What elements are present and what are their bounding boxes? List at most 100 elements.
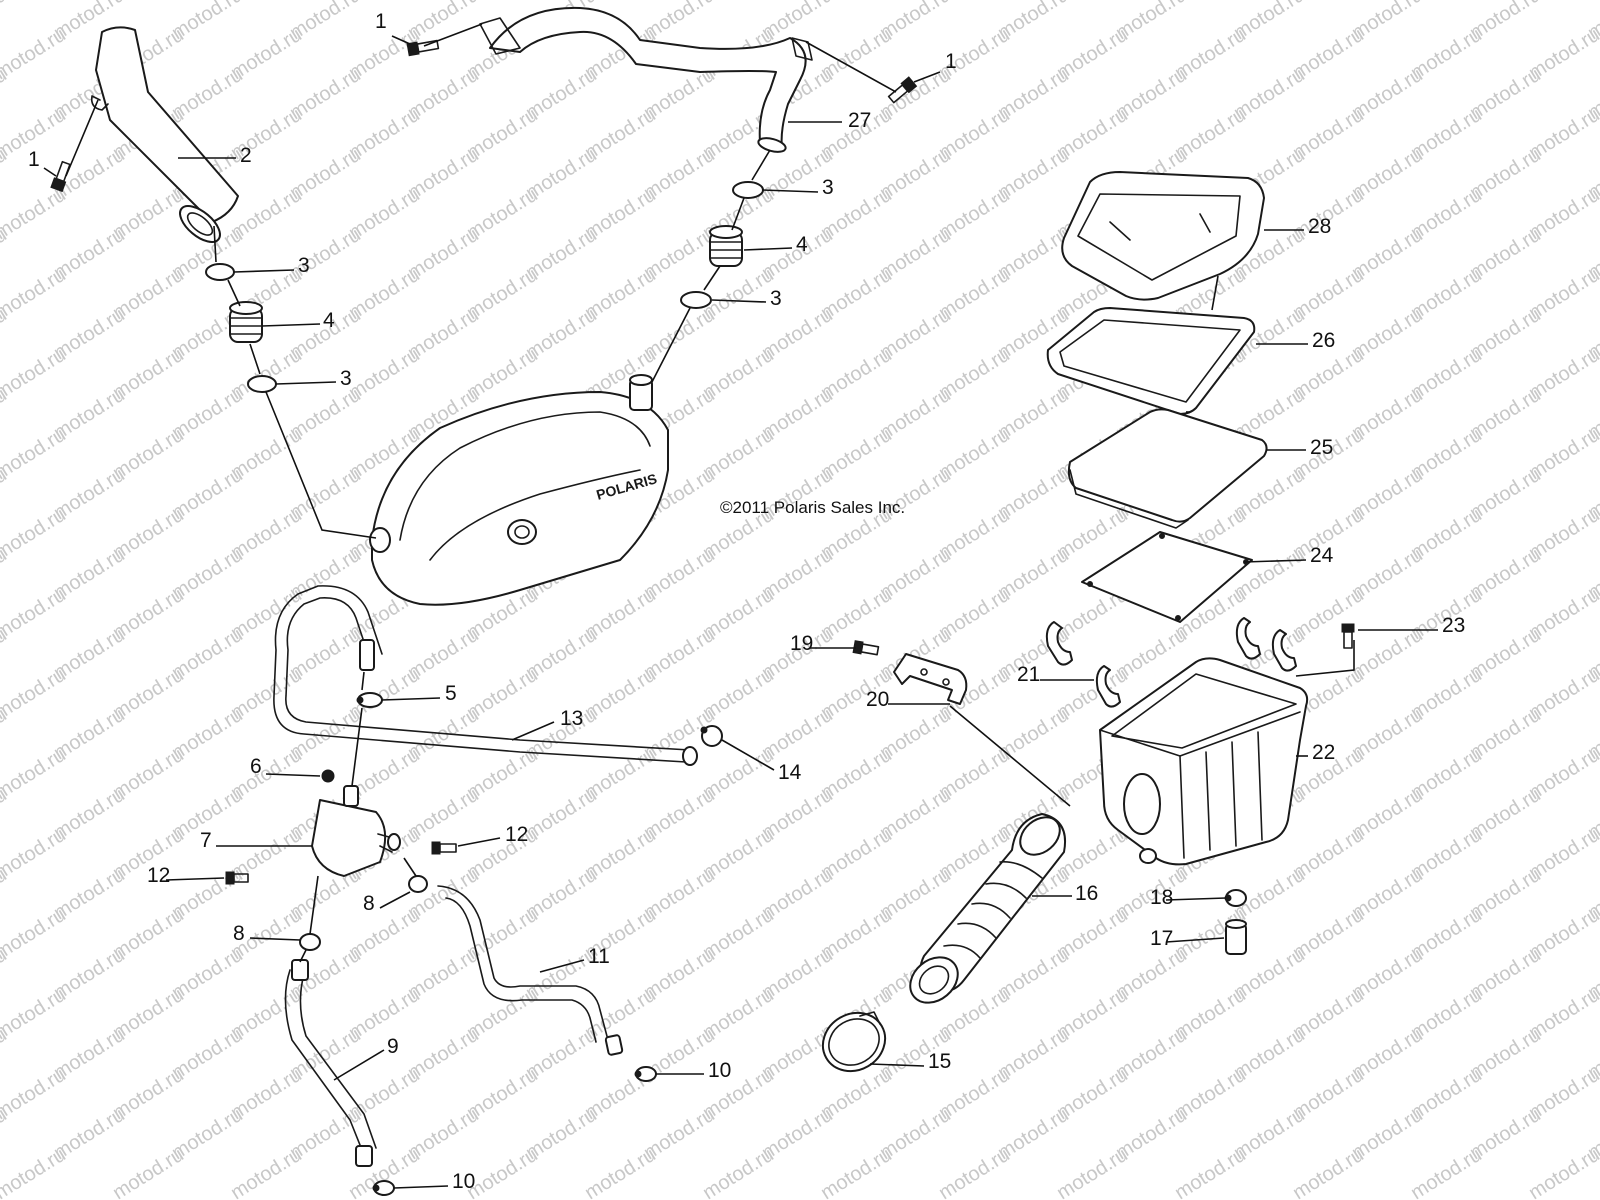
part-14-clamp [700, 725, 723, 747]
callout-number: 22 [1312, 741, 1335, 764]
watermark-text: motod.ru [0, 664, 70, 724]
watermark-text: motod.ru [0, 0, 11, 44]
bolt-icon [887, 76, 918, 104]
callout-number: 3 [340, 367, 352, 390]
part-2-intake-duct [90, 26, 239, 243]
watermark-text: motod.ru [699, 1144, 778, 1200]
watermark-text: motod.ru [0, 1064, 70, 1124]
callout-number: 15 [928, 1050, 951, 1073]
part-28-airbox-lid [1061, 171, 1265, 301]
watermark-text: motod.ru [1289, 1144, 1368, 1200]
callout-number: 25 [1310, 436, 1333, 459]
bolt-icon [431, 841, 457, 855]
copyright-notice: ©2011 Polaris Sales Inc. [720, 498, 905, 517]
callout-number: 23 [1442, 614, 1465, 637]
bolt-icon [406, 39, 440, 57]
part-19-bolt [852, 640, 880, 656]
part-23-bolt [1341, 623, 1355, 649]
watermark-text: motod.ru [1525, 1144, 1600, 1200]
watermark-text: motod.ru [0, 344, 70, 404]
part-11-hose [437, 885, 624, 1056]
callout-number: 5 [445, 682, 457, 705]
part-16-intake-boot [909, 813, 1066, 1004]
callout-number: 7 [200, 829, 212, 852]
part-6-nut [321, 769, 335, 783]
callout-number: 1 [375, 10, 387, 33]
bolt-icon [1341, 623, 1355, 649]
leader-lines [43, 23, 1438, 1189]
part-7-valve [311, 785, 401, 877]
part-13-vent-hose [273, 585, 698, 766]
callout-number: 4 [323, 309, 335, 332]
watermark-text: motod.ru [227, 1144, 306, 1200]
callout-number: 10 [452, 1170, 475, 1193]
callout-number: 24 [1310, 544, 1334, 567]
callout-number: 2 [240, 144, 252, 167]
part-5-clamp [356, 692, 383, 708]
callout-number: 8 [363, 892, 375, 915]
part-9-hose [284, 959, 377, 1167]
watermark-text: motod.ru [1407, 1144, 1486, 1200]
bolt-icon [225, 871, 249, 885]
callout-number: 28 [1308, 215, 1331, 238]
callout-number: 21 [1017, 663, 1040, 686]
callout-number: 18 [1150, 886, 1173, 909]
callout-number: 26 [1312, 329, 1335, 352]
part-24-screen [1081, 531, 1253, 623]
watermark-text: motod.ru [0, 904, 70, 964]
watermark-text: motod.ru [0, 744, 70, 804]
callout-number: 3 [822, 176, 834, 199]
callout-number: 16 [1075, 882, 1098, 905]
part-17-plug [1225, 919, 1247, 955]
watermark-text: motod.ru [0, 504, 70, 564]
part-21-clips [1045, 617, 1297, 708]
watermark-text: motod.ru [581, 1144, 660, 1200]
watermark-text: motod.ru [0, 184, 70, 244]
callout-number: 1 [945, 50, 957, 73]
clutch-cover: POLARIS [369, 374, 669, 606]
callout-number: 14 [778, 761, 802, 784]
part-4-couplers [229, 225, 743, 343]
part-8-clamps [299, 875, 428, 951]
callout-number: 17 [1150, 927, 1173, 950]
watermark-text: motod.ru [0, 264, 70, 324]
part-18-clamp [1224, 889, 1247, 907]
callout-number: 4 [796, 233, 808, 256]
watermark-text: motod.ru [1171, 1144, 1250, 1200]
part-3-clamps [205, 181, 764, 393]
callout-number: 9 [387, 1035, 399, 1058]
part-15-hose-clamp [821, 1011, 887, 1073]
callout-number: 13 [560, 707, 583, 730]
callout-number: 8 [233, 922, 245, 945]
watermark-text: motod.ru [0, 824, 70, 884]
part-26-seal [1046, 307, 1256, 415]
watermark-text: motod.ru [109, 1144, 188, 1200]
callout-number: 12 [147, 864, 170, 887]
watermark-text: motod.ru [0, 24, 70, 84]
callout-number: 11 [588, 945, 610, 968]
watermark-text: motod.ru [0, 1144, 70, 1200]
callout-number: 12 [505, 823, 528, 846]
watermark-text: motod.ru [935, 1144, 1014, 1200]
watermark-text: motod.ru [0, 424, 70, 484]
callout-number: 20 [866, 688, 889, 711]
watermark-text: motod.ru [0, 584, 70, 644]
callout-number: 3 [298, 254, 310, 277]
callout-number: 3 [770, 287, 782, 310]
callout-number: 1 [28, 148, 40, 171]
callout-number: 19 [790, 632, 813, 655]
watermark-text: motod.ru [0, 984, 70, 1044]
part-22-airbox [1099, 657, 1309, 866]
watermark-text: motod.ru [0, 0, 70, 4]
watermark-text: motod.ru [817, 1144, 896, 1200]
callout-number: 27 [848, 109, 871, 132]
part-12-bolts [225, 841, 457, 885]
bolt-icon [852, 640, 880, 656]
callout-number: 6 [250, 755, 262, 778]
watermark-text: motod.ru [1053, 1144, 1132, 1200]
callout-number: 10 [708, 1059, 731, 1082]
part-25-filter [1067, 408, 1268, 529]
